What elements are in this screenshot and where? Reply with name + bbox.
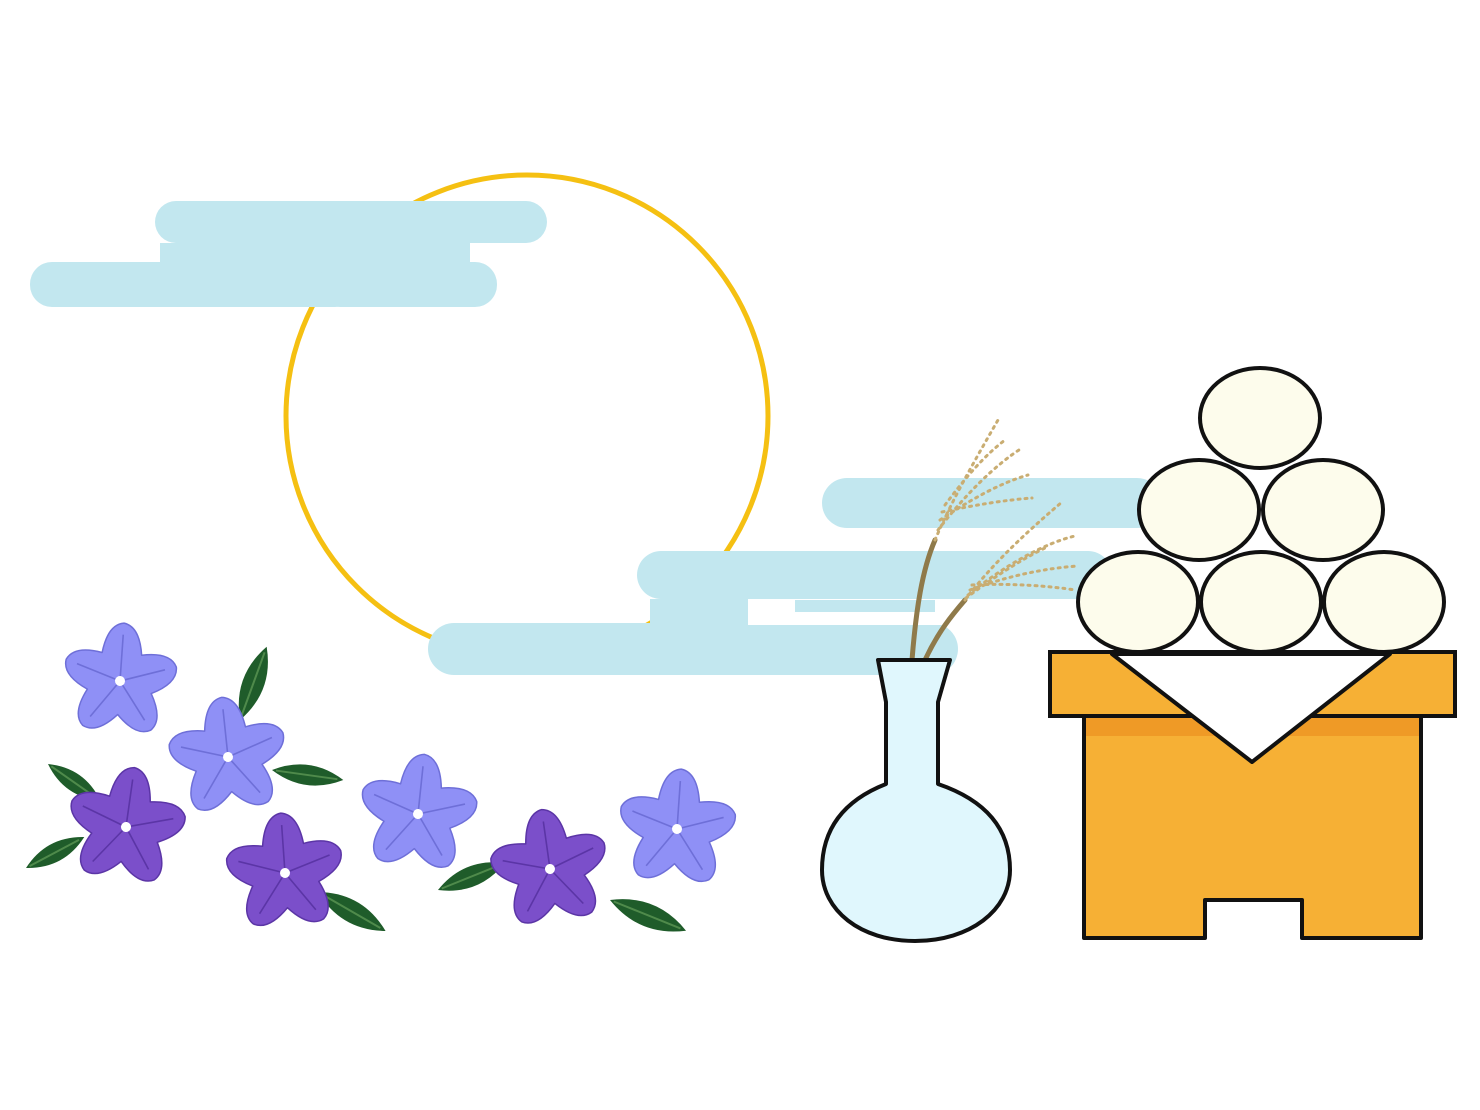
leaf-icon [272,764,344,786]
bellflower-icon [620,768,737,883]
leaf-icon [610,899,687,932]
bellflower-icon [361,753,478,868]
bellflower-icon [490,808,606,924]
dango-icon [1261,458,1385,562]
leaf-icon [26,837,85,869]
dango-stack [1076,366,1446,654]
sanbo-stand-icon [1048,650,1457,940]
leaf-icon [318,892,386,931]
bellflower-icon [168,696,285,811]
vase-icon [820,658,1012,943]
cloud-icon [30,201,547,307]
dango-icon [1199,550,1323,654]
dango-icon [1076,550,1200,654]
dango-icon [1137,458,1261,562]
dango-icon [1198,366,1322,470]
susuki-grass-icon [909,418,1080,663]
bellflower-cluster [26,622,737,932]
bellflower-icon [225,812,342,927]
bellflower-icon [64,622,178,733]
leaf-icon [438,862,505,891]
leaf-icon [238,646,268,720]
dango-icon [1322,550,1446,654]
bellflower-icon [70,766,186,882]
